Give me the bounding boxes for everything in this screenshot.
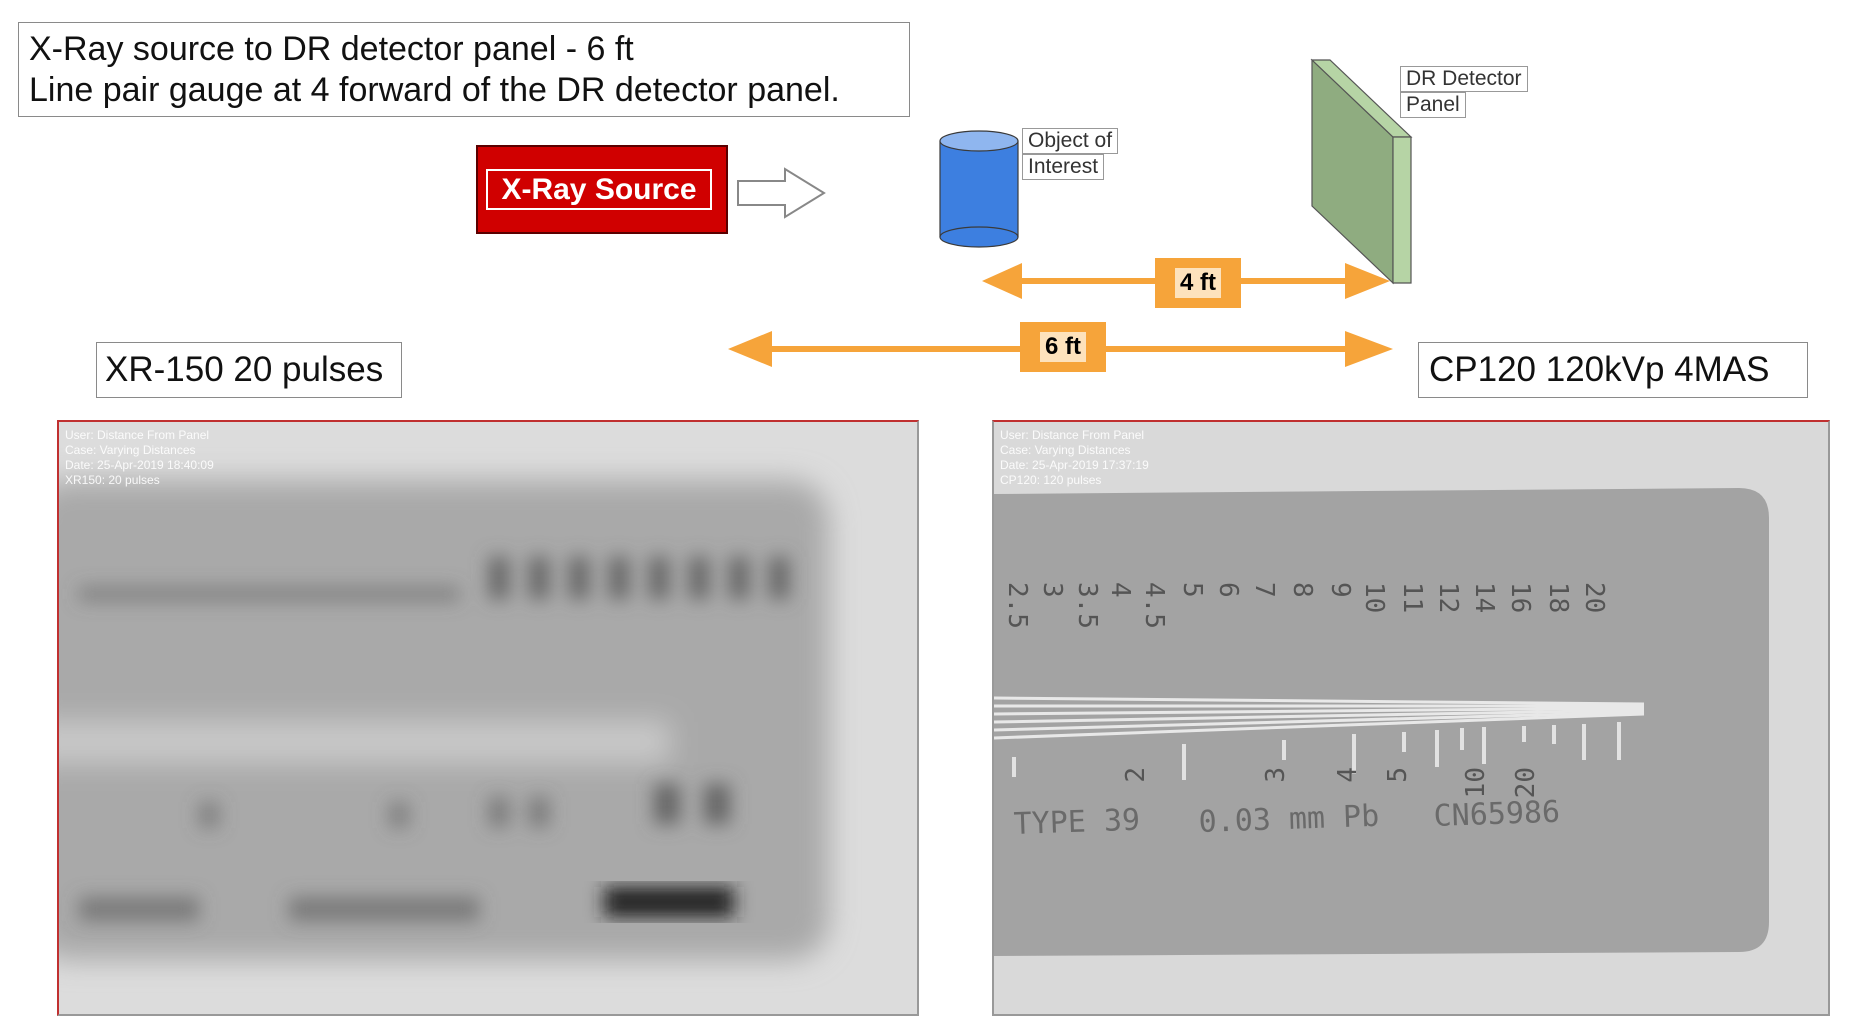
object-cylinder <box>939 130 1019 248</box>
xr150-radiograph: User: Distance From Panel Case: Varying … <box>57 420 919 1016</box>
scale-top-number: 14 <box>1469 582 1499 613</box>
right-image-caption: CP120 120kVp 4MAS <box>1418 342 1808 398</box>
left-image-caption: XR-150 20 pulses <box>96 342 402 398</box>
scale-bottom-number: 10 <box>1461 767 1491 798</box>
xray-source-label: X-Ray Source <box>486 169 712 210</box>
object-of-interest-label-2: Interest <box>1022 154 1105 180</box>
setup-diagram <box>728 58 1413 367</box>
beam-direction-arrow <box>737 167 826 219</box>
scale-top-number: 12 <box>1433 582 1463 613</box>
scale-top-number: 4 <box>1105 582 1135 598</box>
xr150-meta-line: Case: Varying Distances <box>65 443 196 457</box>
cp120-meta-line: Date: 25-Apr-2019 17:37:19 <box>1000 458 1149 472</box>
scale-top-number: 2.5 <box>1002 582 1032 629</box>
scale-top-number: 20 <box>1579 582 1609 613</box>
scale-top-number: 3 <box>1037 582 1067 598</box>
xr150-meta-line: XR150: 20 pulses <box>65 473 160 487</box>
title-line-1: X-Ray source to DR detector panel - 6 ft <box>29 30 634 68</box>
scale-top-number: 18 <box>1543 582 1573 613</box>
line-pair-wedge <box>994 696 1645 740</box>
title-box: X-Ray source to DR detector panel - 6 ft… <box>18 22 910 117</box>
object-of-interest-label-1: Object of <box>1022 128 1119 154</box>
gauge-filter-text: 0.03 mm Pb <box>1198 799 1380 840</box>
xray-source-block: X-Ray Source <box>476 145 728 234</box>
cp120-meta-line: CP120: 120 pulses <box>1000 473 1102 487</box>
cp120-meta-line: Case: Varying Distances <box>1000 443 1131 457</box>
four-ft-text: 4 ft <box>1175 268 1221 298</box>
scale-top-number: 16 <box>1505 582 1535 613</box>
four-ft-label: 4 ft <box>1155 258 1241 308</box>
scale-top-number: 11 <box>1397 582 1427 613</box>
scale-top-number: 8 <box>1287 582 1317 598</box>
scale-top-number: 7 <box>1249 582 1279 598</box>
scale-top-number: 5 <box>1177 582 1207 598</box>
scale-top-number: 4.5 <box>1139 582 1169 629</box>
cp120-metadata: User: Distance From Panel Case: Varying … <box>1000 428 1149 488</box>
xr150-metadata: User: Distance From Panel Case: Varying … <box>65 428 214 488</box>
cp120-meta-line: User: Distance From Panel <box>1000 428 1145 442</box>
xr150-meta-line: User: Distance From Panel <box>65 428 210 442</box>
gauge-serial-text: CN65986 <box>1433 795 1561 834</box>
scale-bottom-number: 4 <box>1333 767 1363 783</box>
title-line-2: Line pair gauge at 4 forward of the DR d… <box>29 71 840 109</box>
scale-top-number: 3.5 <box>1072 582 1102 629</box>
scale-bottom-number: 2 <box>1121 767 1151 783</box>
scale-bottom-number: 5 <box>1383 767 1413 783</box>
gauge-ticks <box>1012 722 1621 780</box>
scale-bottom: 2 3 4 5 10 20 <box>1121 767 1541 798</box>
six-ft-label: 6 ft <box>1020 322 1106 372</box>
dr-detector-label-1: DR Detector <box>1400 66 1528 92</box>
xr150-image <box>59 422 917 1014</box>
scale-bottom-number: 20 <box>1511 767 1541 798</box>
scale-top-number: 10 <box>1359 582 1389 613</box>
scale-top-number: 6 <box>1213 582 1243 598</box>
scale-bottom-number: 3 <box>1261 767 1291 783</box>
xr150-meta-line: Date: 25-Apr-2019 18:40:09 <box>65 458 214 472</box>
gauge-type-text: TYPE 39 <box>1013 803 1141 842</box>
scale-top-number: 9 <box>1325 582 1355 598</box>
dr-detector-panel <box>1310 58 1413 285</box>
six-ft-text: 6 ft <box>1040 332 1086 362</box>
dr-detector-label-2: Panel <box>1400 92 1466 118</box>
